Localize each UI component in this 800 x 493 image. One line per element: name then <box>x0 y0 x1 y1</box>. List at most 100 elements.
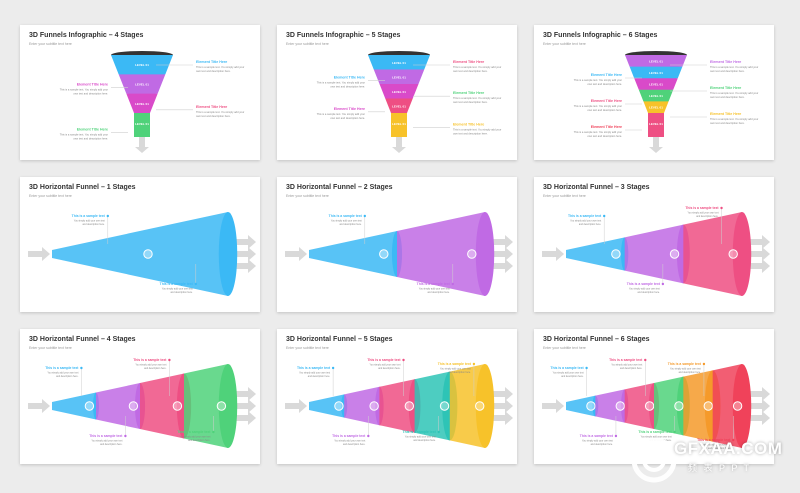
input-arrow <box>542 399 564 413</box>
funnel-band <box>643 101 669 115</box>
output-arrow <box>736 235 770 249</box>
callout-dot <box>661 282 665 286</box>
funnel-segment <box>379 379 415 433</box>
callout-desc: You simply add your own text <box>47 372 78 375</box>
level-label: LEVEL 01 <box>392 122 406 126</box>
callout-desc: You simply add your own text <box>334 440 365 443</box>
callout-desc: You simply add your own text <box>331 220 362 223</box>
level-label: LEVEL 01 <box>135 122 149 126</box>
funnel-band <box>385 98 413 115</box>
slide-card[interactable]: 3D Funnels Infographic – 4 Stages Enter … <box>20 25 260 160</box>
callout-title: This is a sample text <box>332 434 366 438</box>
funnel-segment <box>624 224 684 284</box>
element-desc: own text and description here. <box>196 69 231 73</box>
funnel-band <box>118 74 166 96</box>
element-desc: own text and description here. <box>453 100 488 104</box>
callout-desc: You simply add your own text <box>629 288 660 291</box>
element-desc: own text and description here. <box>453 69 488 73</box>
funnel-stem <box>391 113 407 137</box>
slide-title: 3D Horizontal Funnel – 4 Stages <box>29 336 136 343</box>
callout-dot <box>614 434 618 438</box>
callout-desc: You simply add your own text <box>688 212 719 215</box>
callout-title: This is a sample text <box>609 358 643 362</box>
callout-title: This is a sample text <box>160 282 194 286</box>
slide-card[interactable]: 3D Horizontal Funnel – 1 Stages Enter yo… <box>20 177 260 312</box>
element-desc: This is a sample text. You simply add yo… <box>710 117 758 121</box>
slide-subtitle: Enter your subtitle text here <box>29 42 72 46</box>
element-desc: own text and description here. <box>330 85 365 89</box>
slide-card[interactable]: 3D Horizontal Funnel – 2 Stages Enter yo… <box>277 177 517 312</box>
stage-icon <box>732 401 743 411</box>
slide-title: 3D Funnels Infographic – 4 Stages <box>29 32 144 39</box>
funnel-segment <box>184 364 228 448</box>
stage-icon <box>475 401 485 411</box>
slide-title: 3D Horizontal Funnel – 5 Stages <box>286 336 393 343</box>
funnel-segment <box>344 386 380 426</box>
callout-desc: and description here. <box>144 367 167 370</box>
callout-desc: You simply add your own text <box>135 364 166 367</box>
slide-card[interactable]: 3D Horizontal Funnel – 3 Stages Enter yo… <box>534 177 774 312</box>
element-desc: This is a sample text. You simply add yo… <box>710 65 758 69</box>
slide-card[interactable]: 3D Horizontal Funnel – 4 Stages Enter yo… <box>20 329 260 464</box>
funnel-band <box>126 93 158 115</box>
callout-desc: and description here. <box>82 223 105 226</box>
callout-dot <box>451 282 454 286</box>
funnel-segment <box>449 364 485 448</box>
callout-desc: and description here. <box>427 291 450 294</box>
slide-card[interactable]: 3D Funnels Infographic – 6 Stages Enter … <box>534 25 774 160</box>
element-desc: own text and description here. <box>710 121 745 125</box>
element-title: Element Title Here <box>710 60 741 64</box>
callout-desc: and description here. <box>696 215 719 218</box>
element-desc: This is a sample text. You simply add yo… <box>196 65 244 69</box>
callout-title: This is a sample text <box>638 430 672 434</box>
element-desc: own text and description here. <box>453 131 488 135</box>
slide-subtitle: Enter your subtitle text here <box>29 346 72 350</box>
stage-icon <box>404 401 415 411</box>
callout-title: This is a sample text <box>417 282 451 286</box>
callout-title: This is a sample text <box>668 362 702 366</box>
level-label: LEVEL 01 <box>649 122 663 126</box>
funnel-segment <box>683 212 742 296</box>
callout-dot <box>437 430 440 434</box>
element-desc: This is a sample text. You simply add yo… <box>453 65 501 69</box>
level-label: LEVEL 01 <box>135 83 149 87</box>
callout-dot <box>212 430 215 434</box>
callout-desc: and description here. <box>561 375 584 378</box>
callout-title: This is a sample text <box>72 214 106 218</box>
stage-icon <box>611 249 621 259</box>
stage-icon <box>728 249 738 259</box>
input-arrow <box>542 247 564 261</box>
callout-title: This is a sample text <box>685 206 719 210</box>
callout-title: This is a sample text <box>627 282 661 286</box>
callout-desc: You simply add your own text <box>162 288 193 291</box>
element-desc: own text and description here. <box>73 91 108 95</box>
element-desc: This is a sample text. You simply add yo… <box>317 112 365 116</box>
element-desc: This is a sample text. You simply add yo… <box>710 91 758 95</box>
slide-subtitle: Enter your subtitle text here <box>543 194 586 198</box>
element-desc: own text and description here. <box>587 108 622 112</box>
callout-desc: You simply add your own text <box>611 364 642 367</box>
down-arrow <box>139 137 145 147</box>
level-label: LEVEL 01 <box>392 61 406 65</box>
funnel-segment <box>654 376 684 436</box>
watermark-logo: GFXAA.COM 频 表 P P T <box>630 432 800 490</box>
slide-title: 3D Horizontal Funnel – 2 Stages <box>286 184 393 191</box>
element-desc: own text and description here. <box>710 69 745 73</box>
callout-dot <box>80 366 83 370</box>
output-arrow <box>222 247 256 261</box>
stage-icon <box>172 401 183 411</box>
stage-icon <box>128 401 139 411</box>
stage-icon <box>615 401 625 411</box>
slide-card[interactable]: 3D Funnels Infographic – 5 Stages Enter … <box>277 25 517 160</box>
callout-desc: and description here. <box>413 439 436 442</box>
callout-title: This is a sample text <box>297 366 331 370</box>
element-title: Element Title Here <box>591 99 622 103</box>
funnel-segment <box>566 395 596 417</box>
output-arrow <box>479 411 513 425</box>
stage-icon <box>467 249 477 259</box>
callout-title: This is a sample text <box>89 434 123 438</box>
slide-card[interactable]: 3D Horizontal Funnel – 5 Stages Enter yo… <box>277 329 517 464</box>
element-title: Element Title Here <box>77 127 108 131</box>
